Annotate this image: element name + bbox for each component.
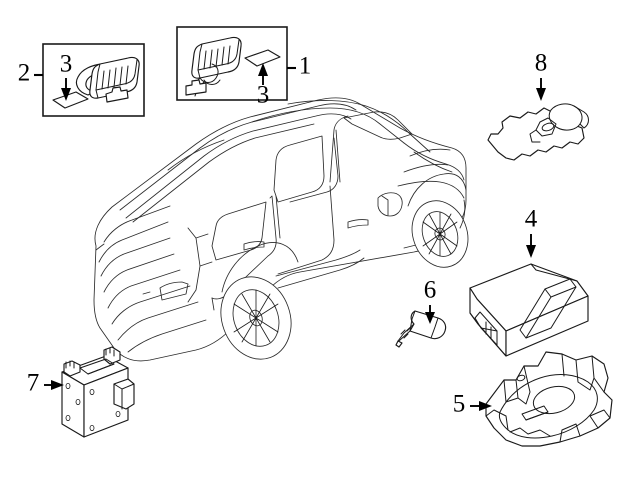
callout-6-leader <box>425 305 435 324</box>
part-srs-control-module <box>469 263 589 357</box>
part-curtain-airbag-module-right <box>185 36 242 97</box>
callout-label-5: 5 <box>453 391 466 418</box>
callout-8-leader <box>536 78 546 101</box>
callout-label-3-right: 3 <box>257 82 270 109</box>
part-airbag-mounting-plate-right <box>244 49 281 67</box>
part-control-module-mounting-bracket <box>485 351 613 447</box>
callout-4-leader <box>526 234 536 258</box>
callout-label-6: 6 <box>424 277 437 304</box>
vehicle-illustration <box>93 97 469 362</box>
rear-wheel <box>220 242 299 360</box>
callout-label-2: 2 <box>18 60 31 87</box>
callout-label-1: 1 <box>299 53 312 80</box>
callout-3b-leader <box>258 63 268 85</box>
callout-box-1 <box>176 26 288 101</box>
callout-label-4: 4 <box>525 206 538 233</box>
callout-label-7: 7 <box>27 370 40 397</box>
callout-3a-leader <box>61 78 71 101</box>
callout-label-8: 8 <box>535 50 548 77</box>
front-wheel <box>407 173 469 268</box>
callout-5-leader <box>470 401 492 411</box>
callout-7-leader <box>44 380 64 390</box>
part-rollover-sensor-module <box>61 346 135 438</box>
part-impact-crash-sensor <box>395 310 447 348</box>
callout-label-3-left: 3 <box>60 51 73 78</box>
part-curtain-airbag-module-left <box>75 56 140 103</box>
part-occupant-sensor-bracket <box>487 103 589 161</box>
callout-box-2 <box>42 43 145 117</box>
